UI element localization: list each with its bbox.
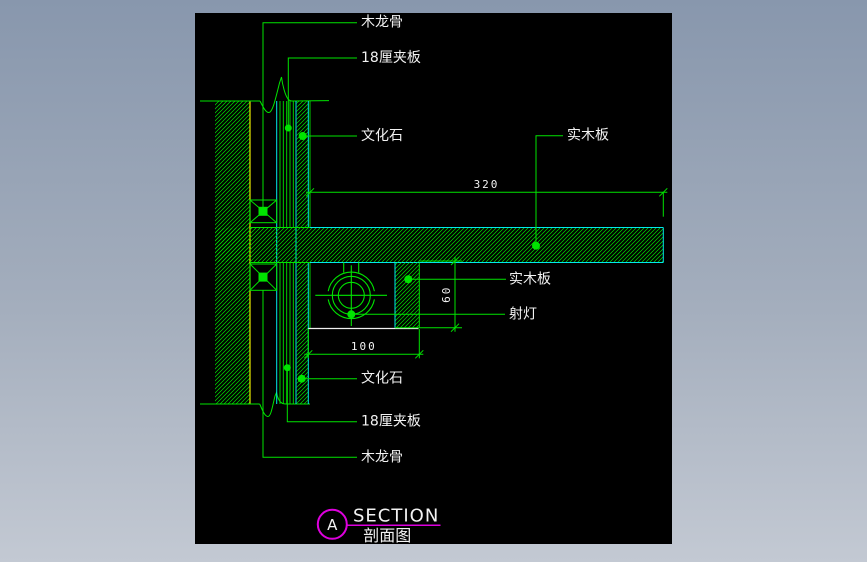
section-subtitle: 剖面图 — [363, 526, 411, 544]
dim-60-text: 60 — [440, 286, 453, 303]
dimension-100: 100 — [303, 329, 424, 359]
callout-labels: 木龙骨 18厘夹板 文化石 实木板 实木板 射灯 文化石 18厘夹板 木龙骨 — [361, 15, 609, 466]
dimension-60: 60 — [419, 256, 462, 333]
leader-lower-keel — [262, 290, 357, 458]
keel-lower-dot — [258, 272, 268, 282]
leader-lines — [262, 22, 563, 458]
shelf-board — [215, 227, 664, 263]
cad-canvas[interactable]: 320 100 60 — [195, 13, 672, 545]
section-marker-circle — [316, 508, 348, 540]
keel-box-lower — [249, 263, 278, 291]
label-upper-stone: 文化石 — [361, 128, 403, 144]
leader-top-plywood — [287, 57, 357, 128]
stone-strip-upper-hatch — [296, 100, 309, 228]
section-marker-letter: A — [327, 516, 338, 534]
dimension-320: 320 — [305, 178, 668, 217]
stone-strip-lower-hatch — [296, 262, 309, 404]
keel-upper-dot — [258, 206, 268, 216]
label-lower-plywood: 18厘夹板 — [361, 414, 421, 430]
leader-lower-plywood — [286, 367, 357, 423]
dim-100-text: 100 — [351, 340, 377, 353]
label-top-plywood: 18厘夹板 — [361, 50, 421, 66]
niche-wood-strip-hatch — [395, 262, 420, 328]
label-lower-keel: 木龙骨 — [361, 449, 403, 465]
section-title: SECTION — [353, 506, 439, 527]
label-top-keel: 木龙骨 — [361, 15, 403, 31]
top-break-spline — [259, 76, 293, 113]
label-upper-wood-panel: 实木板 — [567, 128, 609, 144]
label-mid-wood-panel: 实木板 — [509, 271, 551, 287]
shelf-hatch — [215, 228, 664, 262]
title-block: A SECTION 剖面图 — [316, 506, 441, 545]
section-drawing: 320 100 60 — [200, 15, 668, 545]
light-niche — [308, 262, 462, 330]
dim-320-text: 320 — [474, 178, 500, 191]
label-lower-stone: 文化石 — [361, 371, 403, 387]
leader-upper-wood-panel — [535, 135, 563, 246]
leader-top-keel — [262, 22, 357, 207]
label-spotlight: 射灯 — [509, 306, 537, 322]
leader-dots — [283, 124, 540, 383]
